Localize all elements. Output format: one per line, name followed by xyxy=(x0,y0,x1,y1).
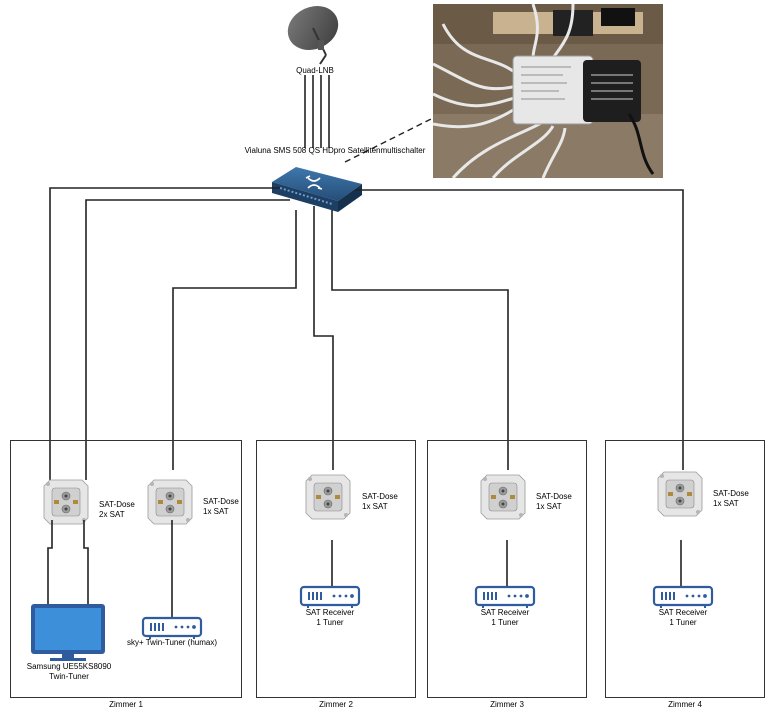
room-box-zimmer-3 xyxy=(427,440,587,698)
room-box-zimmer-1 xyxy=(10,440,242,698)
multiswitch-label: Vialuna SMS 508 QS HDpro Satellitenmulti… xyxy=(244,146,426,155)
outlet-label: SAT-Dose 1x SAT xyxy=(536,492,572,511)
device-label: SAT Receiver 1 Tuner xyxy=(480,608,530,627)
device-cables xyxy=(47,520,682,617)
outlet-label: SAT-Dose 1x SAT xyxy=(713,489,749,508)
outlet-label: SAT-Dose 1x SAT xyxy=(203,497,239,516)
photo-image xyxy=(433,4,663,178)
satellite-dish-icon xyxy=(287,6,339,65)
device-label: sky+ Twin-Tuner (humax) xyxy=(126,638,218,647)
outlet-label: SAT-Dose 1x SAT xyxy=(362,492,398,511)
device-label: SAT Receiver 1 Tuner xyxy=(658,608,708,627)
device-label: SAT Receiver 1 Tuner xyxy=(305,608,355,627)
room-name: Zimmer 4 xyxy=(668,700,702,709)
lnb-cables xyxy=(304,75,330,148)
lnb-label: Quad-LNB xyxy=(296,66,334,75)
room-name: Zimmer 3 xyxy=(490,700,524,709)
tv-icon xyxy=(31,604,105,661)
room-box-zimmer-4 xyxy=(605,440,765,698)
multiswitch-photo xyxy=(433,4,663,178)
photo-leader-line xyxy=(344,117,434,163)
room-name: Zimmer 1 xyxy=(109,700,143,709)
room-box-zimmer-2 xyxy=(256,440,416,698)
distribution-cables xyxy=(49,187,684,480)
room-name: Zimmer 2 xyxy=(319,700,353,709)
multiswitch-icon xyxy=(272,167,362,212)
outlet-label: SAT-Dose 2x SAT xyxy=(99,500,135,519)
device-label: Samsung UE55KS8090 Twin-Tuner xyxy=(26,662,112,681)
